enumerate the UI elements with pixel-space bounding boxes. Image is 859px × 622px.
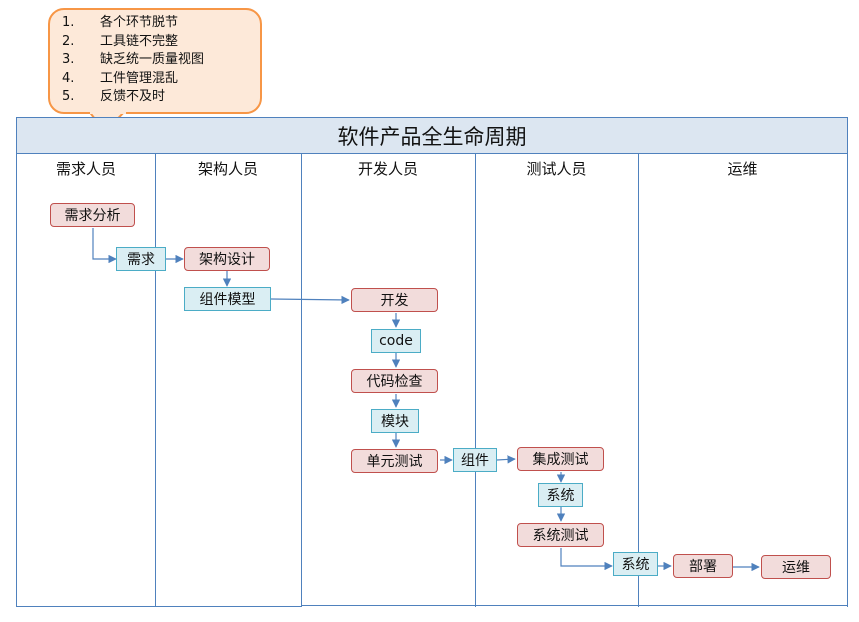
artifact-requirement: 需求 (116, 247, 166, 271)
issue-item: 1.各个环节脱节 (62, 15, 179, 30)
issues-list: 1.各个环节脱节 2.工具链不完整 3.缺乏统一质量视图 4.工件管理混乱 5.… (62, 14, 260, 107)
artifact-component: 组件 (453, 448, 497, 472)
artifact-system: 系统 (538, 483, 583, 507)
issues-callout: 1.各个环节脱节 2.工具链不完整 3.缺乏统一质量视图 4.工件管理混乱 5.… (48, 8, 262, 114)
process-requirements-analysis: 需求分析 (50, 203, 135, 227)
connector-model-to-dev (270, 295, 350, 305)
artifact-module: 模块 (371, 409, 419, 433)
connector-req-analysis-to-req (92, 228, 117, 264)
issue-item: 2.工具链不完整 (62, 33, 179, 49)
artifact-system-release: 系统 (613, 552, 658, 576)
process-system-test: 系统测试 (517, 523, 604, 547)
lane-label-testing: 测试人员 (526, 160, 587, 178)
lane-label-requirements: 需求人员 (55, 160, 116, 178)
artifact-component-model: 组件模型 (184, 287, 271, 311)
issue-item: 5.反馈不及时 (62, 89, 166, 105)
process-integration-test: 集成测试 (517, 447, 604, 471)
process-operations: 运维 (761, 555, 831, 579)
lane-label-operations: 运维 (727, 160, 758, 178)
connector-systest-to-system2 (560, 548, 613, 571)
connector-component-to-integration (496, 455, 516, 464)
lane-label-development: 开发人员 (357, 160, 418, 178)
lane-borders (16, 154, 848, 607)
callout-pointer-joint (90, 110, 126, 114)
lane-label-architecture: 架构人员 (197, 160, 258, 178)
process-architecture-design: 架构设计 (184, 247, 270, 271)
issue-item: 3.缺乏统一质量视图 (62, 52, 205, 68)
process-deploy: 部署 (673, 554, 733, 578)
artifact-code: code (371, 329, 421, 353)
process-unit-test: 单元测试 (351, 449, 438, 473)
issue-item: 4.工件管理混乱 (62, 70, 179, 86)
process-code-review: 代码检查 (351, 369, 438, 393)
diagram-title: 软件产品全生命周期 (16, 117, 848, 154)
process-development: 开发 (351, 288, 438, 312)
